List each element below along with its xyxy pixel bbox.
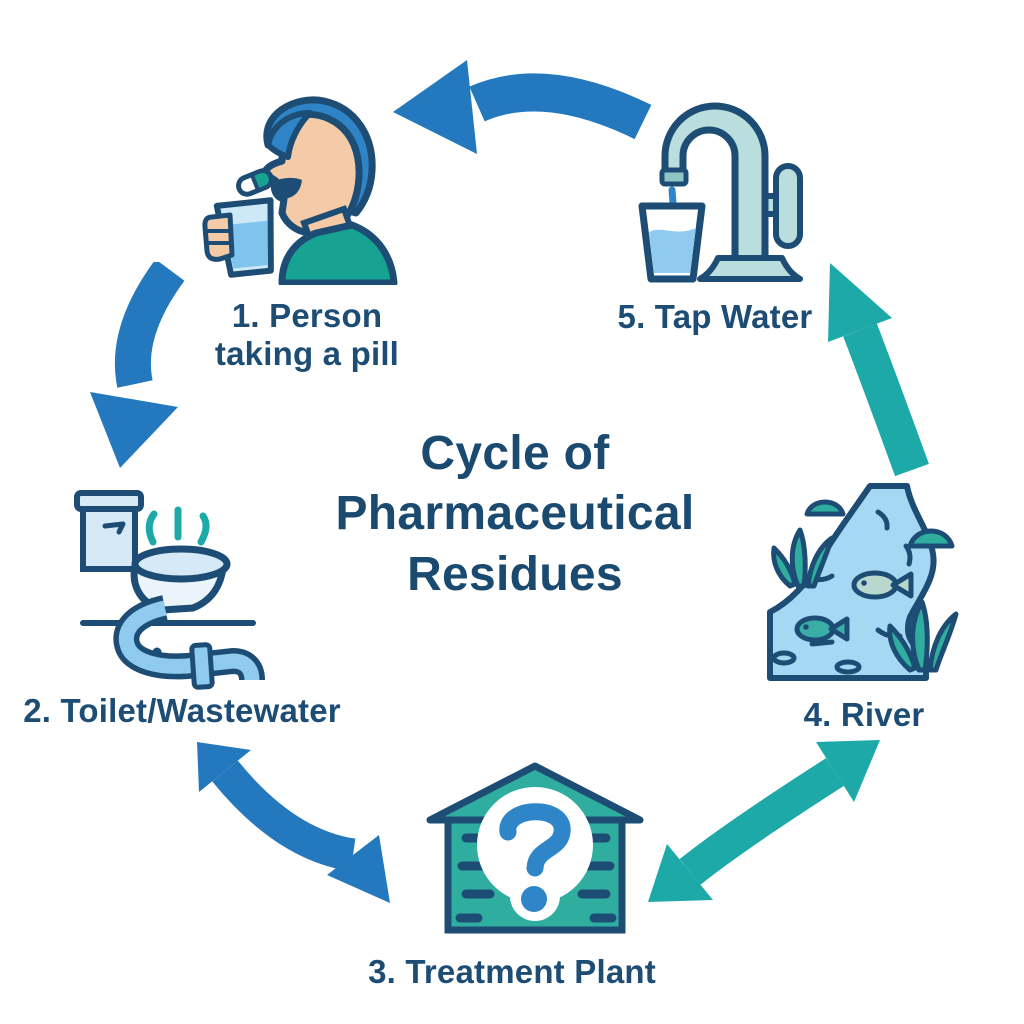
pill-capsule <box>236 168 274 197</box>
arrow-treatment-river <box>648 740 880 902</box>
toilet-tank <box>80 506 138 572</box>
water-plant <box>771 527 835 589</box>
label-person: 1. Person taking a pill <box>187 297 427 373</box>
arrow-river-to-tap <box>828 263 929 477</box>
fish <box>794 615 850 643</box>
question-mark-icon <box>499 803 571 912</box>
label-river: 4. River <box>803 696 925 733</box>
title-line-2: Pharmaceutical <box>335 487 695 541</box>
label-tap-water: 5. Tap Water <box>617 298 813 335</box>
river-icon <box>767 483 959 681</box>
page-title: Cycle of Pharmaceutical Residues <box>310 424 720 605</box>
treatment-plant-icon <box>426 762 644 934</box>
shirt <box>278 221 398 285</box>
label-toilet-wastewater: 2. Toilet/Wastewater <box>23 692 341 729</box>
label-treatment-plant: 3. Treatment Plant <box>368 953 656 990</box>
person-taking-pill-icon <box>202 96 398 285</box>
faucet-handle <box>773 163 803 249</box>
title-line-3: Residues <box>407 547 623 601</box>
toilet-wastewater-icon <box>74 490 265 690</box>
rock <box>804 499 846 517</box>
splash-lines <box>145 510 158 546</box>
open-mouth <box>272 177 302 199</box>
arrow-person-to-toilet <box>90 262 185 468</box>
title-line-1: Cycle of <box>420 427 610 480</box>
label-person-line1: 1. Person <box>231 297 383 334</box>
label-person-line2: taking a pill <box>214 334 400 372</box>
arrow-tap-to-person <box>393 60 652 154</box>
hand <box>202 212 235 262</box>
faucet-neck <box>661 102 769 264</box>
arrow-toilet-treatment <box>197 742 390 903</box>
fish <box>851 570 914 600</box>
tap-water-icon <box>638 102 803 283</box>
